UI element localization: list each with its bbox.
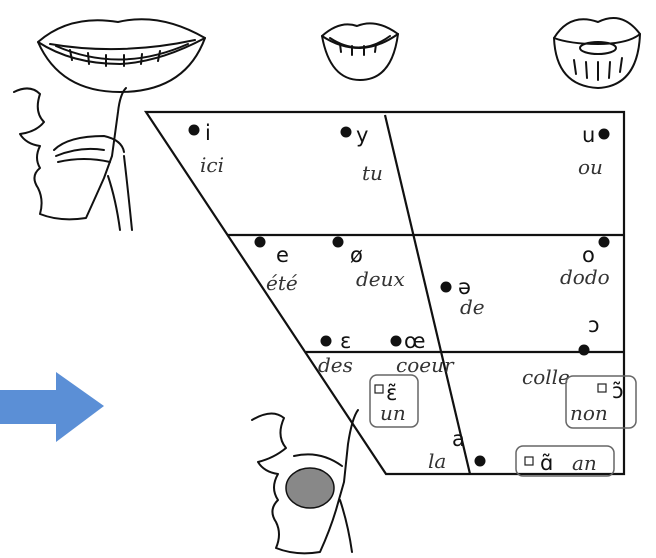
vowel-point (578, 344, 590, 356)
example-word: tu (362, 161, 383, 185)
vowel-epsilon: ɛ des (318, 329, 353, 377)
vowel-point (440, 281, 452, 293)
right-arrow-icon (0, 372, 104, 442)
vowel-schwa: ə de (440, 275, 485, 319)
vowel-trapezoid (143, 110, 626, 476)
example-word: non (570, 401, 608, 425)
example-word: coeur (396, 353, 455, 377)
vowel-point (474, 455, 486, 467)
example-word: de (460, 295, 485, 319)
spread-lips-icon (37, 18, 206, 93)
vowel-oe-open: œ coeur (390, 329, 455, 377)
example-word: deux (356, 267, 405, 291)
nasal-epsilon-box: ɛ̃ un (369, 374, 419, 428)
vowel-symbol: ø (350, 243, 363, 267)
vowel-u: u ou (578, 123, 610, 179)
example-word: des (318, 353, 353, 377)
nasal-marker (524, 456, 534, 466)
vowel-y: y tu (340, 123, 383, 185)
vowel-symbol: i (205, 121, 211, 145)
nasal-symbol: ɛ̃ (386, 381, 397, 405)
vowel-e: e été (254, 236, 298, 295)
rounded-lips-icon (553, 17, 641, 89)
vowel-symbol: a (452, 427, 465, 451)
example-word: ici (200, 153, 224, 177)
vowel-point (598, 236, 610, 248)
example-word: ou (578, 155, 603, 179)
vowel-oe-close: ø deux (332, 236, 405, 291)
vowel-symbol: ɛ (340, 329, 351, 353)
neutral-lips-icon (321, 22, 399, 81)
nasal-alpha-box: ɑ̃ an (515, 445, 615, 477)
vowel-symbol: y (356, 123, 368, 147)
nasal-symbol: ɔ̃ (612, 379, 624, 403)
central-divider-line (383, 114, 472, 475)
vowel-symbol: u (582, 123, 595, 147)
vowel-a: la a (428, 427, 486, 473)
vowel-open-o: ɔ colle (522, 313, 600, 389)
head-profile-high-tongue-icon (13, 87, 133, 231)
vowel-symbol: œ (404, 329, 425, 353)
vowel-point (188, 124, 200, 136)
vowel-point (598, 128, 610, 140)
example-word: été (266, 271, 298, 295)
vowel-o: o dodo (560, 236, 610, 289)
example-word: an (572, 451, 597, 475)
vowel-point (390, 335, 402, 347)
example-word: la (428, 449, 446, 473)
vowel-symbol: ɔ (588, 313, 600, 337)
nasal-open-o-box: ɔ̃ non (565, 375, 637, 429)
vowel-point (332, 236, 344, 248)
head-profile-low-tongue-icon (251, 409, 359, 555)
vowel-point (320, 335, 332, 347)
example-word: colle (522, 365, 570, 389)
vowel-point (254, 236, 266, 248)
example-word: dodo (560, 265, 610, 289)
vowel-i: i ici (188, 121, 224, 177)
vowel-symbol: o (582, 243, 595, 267)
vowel-symbol: e (276, 243, 289, 267)
vowel-symbol: ə (458, 275, 471, 299)
vowel-point (340, 126, 352, 138)
nasal-symbol: ɑ̃ (540, 451, 553, 475)
nasal-marker (374, 384, 384, 394)
nasal-marker (597, 383, 607, 393)
example-word: un (380, 401, 406, 425)
